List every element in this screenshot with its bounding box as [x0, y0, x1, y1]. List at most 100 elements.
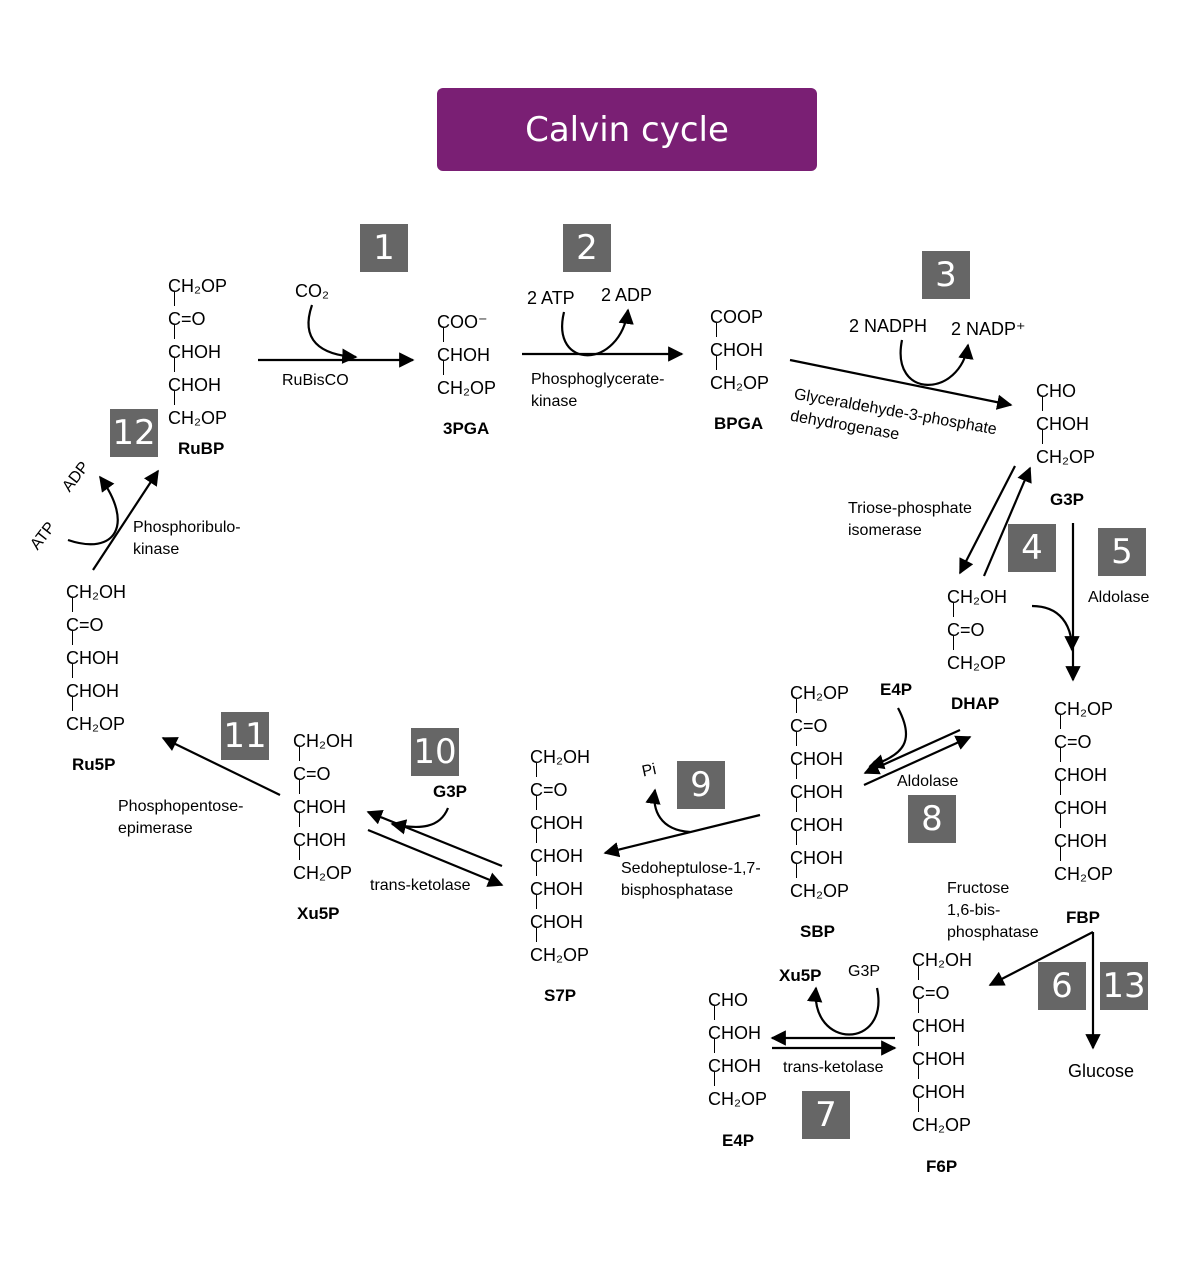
group: CHOH — [1036, 397, 1095, 441]
group: C=O — [66, 598, 126, 642]
label-co2: CO₂ — [295, 281, 329, 301]
molecule-xu5p: CH₂OH C=O CHOH CHOH CH₂OP Xu5P — [293, 725, 353, 923]
step-badge-1: 1 — [360, 224, 408, 272]
label-xu5p-output: Xu5P — [779, 966, 822, 985]
group: CH₂OP — [708, 1072, 767, 1116]
molecule-name: Xu5P — [297, 904, 340, 923]
step-badge-2: 2 — [563, 224, 611, 272]
group: CH₂OH — [530, 747, 590, 767]
arrow-dhap-g3p — [982, 466, 1032, 577]
arrow-dhap-sbp — [863, 728, 961, 775]
group: CHOH — [790, 831, 849, 875]
label-e4p-input: E4P — [880, 680, 913, 699]
step-badge-9: 9 — [677, 761, 725, 809]
group: CHOH — [168, 325, 227, 369]
group: C=O — [293, 747, 353, 791]
molecule-fbp: CH₂OP C=O CHOH CHOH CHOH CH₂OP FBP — [1054, 693, 1113, 927]
group: C=O — [790, 699, 849, 743]
group: CH₂OP — [1054, 847, 1113, 891]
step-badge-6: 6 — [1038, 962, 1086, 1010]
step-badge-12: 12 — [110, 409, 158, 457]
arrow-xu5p-s7p — [367, 828, 504, 887]
group: CHOH — [530, 796, 590, 840]
arrow-sbp-s7p — [603, 813, 761, 858]
molecule-bpga: COOP CHOH CH₂OP BPGA — [710, 301, 769, 433]
group: CHOH — [790, 765, 849, 809]
group: CH₂OP — [66, 697, 126, 741]
group: C=O — [530, 763, 590, 807]
label-phosphoglycerate-kinase: Phosphoglycerate- kinase — [531, 371, 665, 410]
molecule-name: DHAP — [951, 694, 1000, 713]
arrow-xu5p-ru5p — [161, 737, 281, 796]
arrow-atp-adp-2 — [561, 308, 634, 357]
group: C=O — [912, 966, 972, 1010]
molecule-name: Ru5P — [72, 755, 116, 774]
molecule-name: G3P — [1050, 490, 1085, 509]
molecule-3pga: COO⁻ CHOH CH₂OP 3PGA — [437, 306, 496, 438]
group: CHOH — [710, 323, 769, 367]
step-badge-11: 11 — [221, 712, 269, 760]
arrow-fbp-f6p — [988, 931, 1094, 986]
group: CHOH — [1054, 781, 1113, 825]
label-sbpase: Sedoheptulose-1,7- bisphosphatase — [621, 860, 761, 899]
group: CHOH — [1054, 814, 1113, 858]
group: CH₂OP — [1054, 699, 1113, 719]
molecule-dhap: CH₂OH C=O CH₂OP DHAP — [947, 581, 1007, 713]
arrow-g3p-in-10 — [390, 807, 450, 835]
label-phosphopentose-epimerase: Phosphopentose- epimerase — [118, 798, 244, 837]
label-transketolase-10: trans-ketolase — [370, 877, 471, 894]
label-phosphoribulokinase: Phosphoribulo- kinase — [133, 519, 241, 558]
step-badge-5: 5 — [1098, 528, 1146, 576]
label-2nadp: 2 NADP⁺ — [951, 319, 1026, 339]
arrow-g3p-xu5p-7 — [807, 986, 880, 1036]
group: CH₂OP — [168, 391, 227, 435]
group: CHOH — [530, 829, 590, 873]
arrow-nadph-nadp — [899, 339, 974, 386]
arrow-ru5p-rubp — [92, 469, 159, 571]
group: CHO — [1036, 381, 1076, 401]
arrow-pi-out — [645, 788, 691, 834]
step-badge-7: 7 — [802, 1091, 850, 1139]
group: CH₂OP — [710, 356, 769, 400]
group: CH₂OP — [947, 636, 1007, 680]
arrow-co2-in — [307, 304, 358, 364]
group: CH₂OP — [168, 276, 227, 296]
arrow-s7p-xu5p — [366, 810, 503, 868]
molecule-sbp: CH₂OP C=O CHOH CHOH CHOH CHOH CH₂OP SBP — [790, 677, 849, 941]
group: CH₂OP — [790, 864, 849, 908]
group: CH₂OH — [66, 582, 126, 602]
label-triose-phosphate-isomerase: Triose-phosphate isomerase — [848, 500, 972, 539]
molecule-e4p: CHO CHOH CHOH CH₂OP E4P — [708, 984, 767, 1150]
molecule-f6p: CH₂OH C=O CHOH CHOH CHOH CH₂OP F6P — [912, 944, 972, 1176]
group: COO⁻ — [437, 312, 488, 332]
step-badge-4: 4 — [1008, 524, 1056, 572]
group: CHOH — [912, 1032, 972, 1076]
molecule-name: SBP — [800, 922, 835, 941]
group: CHOH — [437, 328, 496, 372]
label-2adp: 2 ADP — [601, 285, 653, 305]
label-aldolase-8: Aldolase — [897, 773, 959, 790]
label-aldolase-5: Aldolase — [1088, 589, 1150, 606]
title-banner: Calvin cycle — [437, 88, 817, 171]
molecule-name: E4P — [722, 1131, 755, 1150]
label-g3p-input-7: G3P — [848, 963, 881, 980]
group: CHOH — [912, 1065, 972, 1109]
label-g3p-input-10: G3P — [433, 782, 468, 801]
group: CHOH — [293, 813, 353, 857]
step-badge-10: 10 — [411, 728, 459, 776]
group: CH₂OP — [1036, 430, 1095, 474]
arrow-bpga-g3p — [789, 358, 1013, 410]
molecule-s7p: CH₂OH C=O CHOH CHOH CHOH CHOH CH₂OP S7P — [530, 741, 590, 1005]
group: CHOH — [708, 1039, 767, 1083]
step-badge-3: 3 — [922, 251, 970, 299]
group: CH₂OP — [912, 1098, 972, 1142]
group: CHOH — [1054, 748, 1113, 792]
group: COOP — [710, 307, 764, 327]
molecule-rubp: CH₂OP C=O CHOH CHOH CH₂OP RuBP — [168, 270, 227, 458]
label-rubisco: RuBisCO — [282, 372, 349, 389]
arrow-sbp-dhap — [863, 735, 972, 787]
group: C=O — [168, 292, 227, 336]
molecule-name: FBP — [1066, 908, 1100, 927]
